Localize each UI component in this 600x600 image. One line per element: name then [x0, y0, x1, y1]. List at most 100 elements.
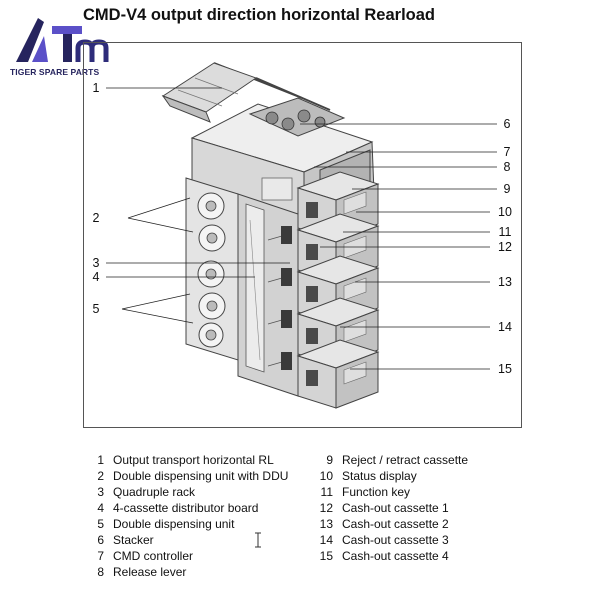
rack-cable — [267, 361, 283, 367]
legend-right-column: 9 Reject / retract cassette 10 Status disp… — [305, 452, 468, 564]
legend-number: 5 — [97, 517, 104, 531]
logo-inner-wedge-shape — [32, 36, 48, 62]
logo-tagline: TIGER SPARE PARTS — [10, 67, 100, 77]
logo-wedge-shape — [16, 18, 44, 62]
callout-11: 11 — [499, 225, 512, 239]
dispenser-roller-hub-icon — [206, 300, 218, 312]
callout-12: 12 — [498, 240, 512, 254]
page-title: CMD-V4 output direction horizontal Rearl… — [83, 6, 436, 24]
legend-number: 9 — [326, 453, 333, 467]
stacker-mechanism — [248, 97, 346, 137]
dispenser-roller-hub-icon — [205, 329, 217, 341]
legend-text: Stacker — [113, 533, 154, 547]
cassette-label — [343, 361, 367, 385]
callout-4: 4 — [93, 270, 100, 284]
leader-line-5a — [121, 293, 191, 310]
legend-text: Release lever — [113, 565, 187, 579]
legend-number: 10 — [319, 469, 333, 483]
stacker-gear-icon — [265, 111, 279, 125]
legend-item: 10 Status display — [305, 468, 468, 484]
transport-plate-edge — [161, 94, 211, 123]
callout-1: 1 — [93, 81, 100, 95]
housing-panel — [261, 177, 293, 201]
legend-text: Quadruple rack — [113, 485, 196, 499]
logo-t-stem-shape — [63, 34, 72, 62]
callout-5: 5 — [93, 302, 100, 316]
legend-number: 15 — [319, 549, 333, 563]
cassette-4 — [296, 339, 380, 409]
legend-text: CMD controller — [113, 549, 194, 563]
logo-t-bar-shape — [52, 26, 82, 34]
cassette-handle — [306, 370, 318, 386]
stacker-gear-icon — [297, 109, 311, 123]
legend-item: 6 Stacker — [80, 532, 288, 548]
transport-rail-lower — [255, 77, 331, 111]
rack-cable — [267, 319, 283, 325]
dispenser-roller-hub-icon — [206, 232, 218, 244]
legend-number: 2 — [97, 469, 104, 483]
transport-groove — [177, 89, 223, 107]
legend-item: 7 CMD controller — [80, 548, 288, 564]
legend-number: 6 — [97, 533, 104, 547]
rack-connector — [281, 268, 292, 286]
rack-cable — [267, 277, 283, 283]
legend-text: Output transport horizontal RL — [113, 453, 274, 467]
cassette-handle — [306, 328, 318, 344]
legend-number: 7 — [97, 549, 104, 563]
legend-text: Cash-out cassette 3 — [342, 533, 449, 547]
stacker-gear-icon — [281, 117, 295, 131]
output-transport-tray — [161, 62, 331, 123]
rack-connector — [281, 352, 292, 370]
status-display — [343, 191, 367, 215]
legend-text: Function key — [342, 485, 411, 499]
callout-6: 6 — [504, 117, 511, 131]
legend-text: Cash-out cassette 2 — [342, 517, 449, 531]
cassette-right-face — [335, 351, 379, 409]
board-trace — [249, 219, 261, 361]
legend-text: Status display — [342, 469, 417, 483]
callout-15: 15 — [498, 362, 512, 376]
legend-item: 11 Function key — [305, 484, 468, 500]
leader-lines — [106, 87, 497, 370]
legend-item: 5 Double dispensing unit — [80, 516, 288, 532]
leader-line-2a — [127, 197, 191, 219]
legend-text: Cash-out cassette 1 — [342, 501, 449, 515]
quadruple-rack — [237, 193, 299, 397]
cassette-handle — [306, 244, 318, 260]
cassette-handle — [306, 286, 318, 302]
legend-text: Reject / retract cassette — [342, 453, 469, 467]
rack-connector — [281, 226, 292, 244]
legend-number: 8 — [97, 565, 104, 579]
legend-text: Double dispensing unit — [113, 517, 235, 531]
legend-number: 4 — [97, 501, 104, 515]
callout-13: 13 — [498, 275, 512, 289]
legend-text: Cash-out cassette 4 — [342, 549, 449, 563]
stacker-gear-icon — [314, 116, 326, 128]
legend-number: 11 — [320, 485, 333, 499]
diagram-frame — [83, 42, 522, 428]
legend-item: 4 4-cassette distributor board — [80, 500, 288, 516]
rack-connector — [281, 310, 292, 328]
callout-2: 2 — [93, 211, 100, 225]
dispensing-units — [185, 177, 239, 361]
cassette-handle — [306, 202, 318, 218]
leader-line-2b — [127, 217, 194, 233]
legend-text: 4-cassette distributor board — [113, 501, 259, 515]
legend-item: 9 Reject / retract cassette — [305, 452, 468, 468]
text-cursor-icon — [255, 532, 261, 548]
callout-14: 14 — [498, 320, 512, 334]
callout-7: 7 — [504, 145, 511, 159]
legend-number: 12 — [319, 501, 333, 515]
cassette-label — [343, 277, 367, 301]
callout-9: 9 — [504, 182, 511, 196]
legend-item: 12 Cash-out cassette 1 — [305, 500, 468, 516]
legend-item: 8 Release lever — [80, 564, 288, 580]
callout-8: 8 — [504, 160, 511, 174]
legend-item: 15 Cash-out cassette 4 — [305, 548, 468, 564]
